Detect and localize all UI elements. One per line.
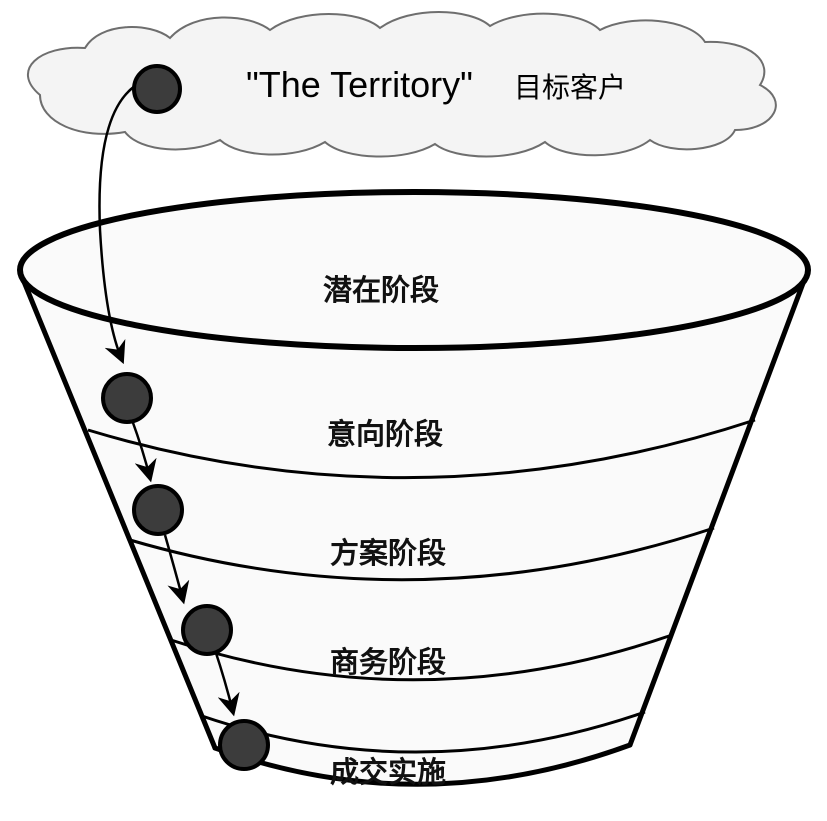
path-arrow-1: [98, 82, 139, 365]
customer-ball-stage-2: [132, 484, 184, 536]
customer-ball-stage-3: [181, 604, 233, 656]
cloud-title-english: "The Territory": [246, 64, 473, 105]
customer-ball-stage-4: [218, 719, 270, 771]
stage-label-intention: 意向阶段: [327, 417, 443, 451]
stage-label-proposal: 方案阶段: [330, 536, 446, 570]
funnel-left-side: [17, 269, 218, 751]
band-divider-2: [129, 526, 715, 582]
customer-ball-stage-1: [101, 372, 153, 424]
cloud-title-chinese: 目标客户: [514, 71, 626, 104]
funnel-rim: [17, 189, 811, 351]
path-arrow-4: [213, 649, 240, 717]
funnel-right-side: [627, 267, 811, 748]
territory-cloud: "The Territory" 目标客户: [27, 11, 777, 158]
stage-labels: 潜在阶段 意向阶段 方案阶段 商务阶段 成交实施: [323, 273, 446, 789]
path-arrow-3: [163, 534, 190, 605]
band-divider-3: [170, 633, 673, 682]
path-arrow-2: [130, 419, 157, 483]
stage-label-potential: 潜在阶段: [323, 273, 439, 307]
cloud-shape: [27, 11, 777, 158]
band-divider-1: [87, 418, 756, 480]
funnel-bottom-edge: [212, 742, 633, 787]
customer-path: [98, 82, 240, 717]
stage-label-closing: 成交实施: [330, 755, 446, 789]
stage-label-commercial: 商务阶段: [330, 645, 446, 679]
customer-balls: [101, 64, 270, 771]
customer-ball-cloud: [132, 64, 182, 114]
